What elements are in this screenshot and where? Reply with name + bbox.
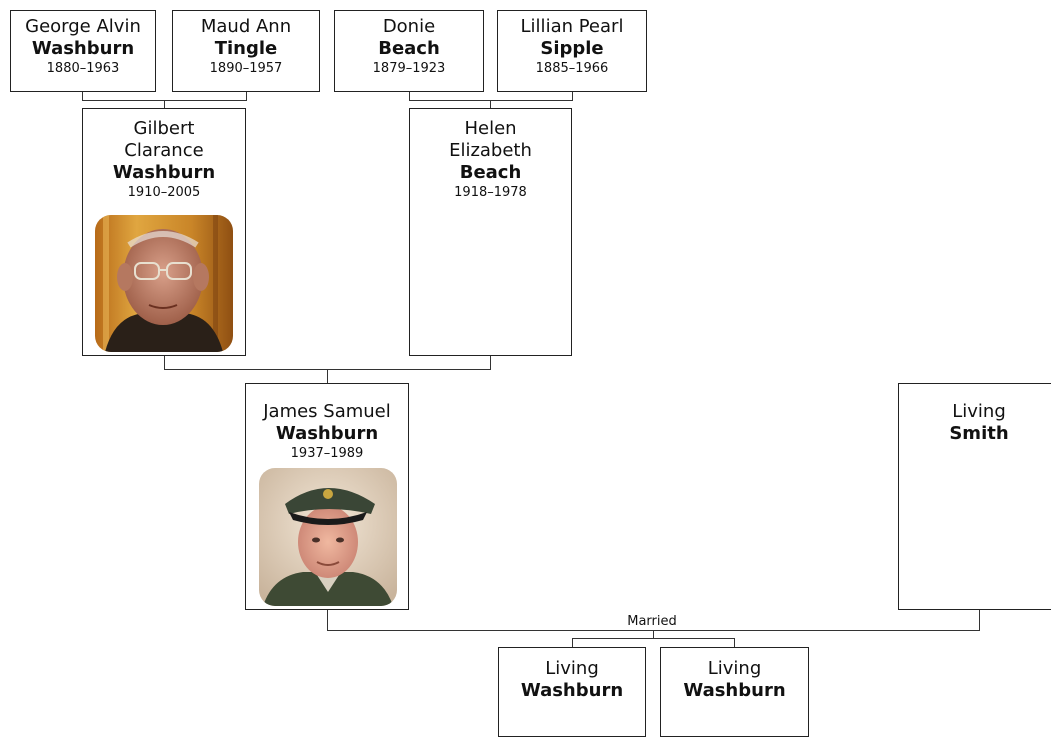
person-first-name: George Alvin xyxy=(25,16,141,37)
person-card-maud-tingle[interactable]: Maud Ann Tingle 1890–1957 xyxy=(172,10,320,92)
person-card-donie-beach[interactable]: Donie Beach 1879–1923 xyxy=(334,10,484,92)
person-first-name: Living xyxy=(707,658,762,679)
person-dates: 1885–1966 xyxy=(535,61,609,76)
person-first-name: Lillian Pearl xyxy=(520,16,624,37)
person-last-name: Beach xyxy=(378,38,440,59)
person-dates: 1890–1957 xyxy=(209,61,283,76)
person-last-name: Washburn xyxy=(31,38,135,59)
person-card-george-washburn[interactable]: George Alvin Washburn 1880–1963 xyxy=(10,10,156,92)
person-first-name: James Samuel xyxy=(263,401,391,422)
person-dates: 1879–1923 xyxy=(372,61,446,76)
person-dates: 1937–1989 xyxy=(290,446,364,461)
person-card-helen-beach[interactable]: Helen Elizabeth Beach 1918–1978 xyxy=(409,108,572,356)
person-middle-name: Clarance xyxy=(124,140,204,161)
portrait-photo[interactable] xyxy=(95,215,233,352)
person-first-name: Living xyxy=(952,401,1006,422)
person-card-child-1[interactable]: Living Washburn xyxy=(498,647,646,737)
person-middle-name: Elizabeth xyxy=(449,140,532,161)
person-card-gilbert-washburn[interactable]: Gilbert Clarance Washburn 1910–2005 xyxy=(82,108,246,356)
person-card-james-washburn[interactable]: James Samuel Washburn 1937–1989 xyxy=(245,383,409,610)
person-last-name: Smith xyxy=(949,423,1009,444)
person-first-name: Living xyxy=(545,658,599,679)
person-first-name: Gilbert xyxy=(133,118,195,139)
person-last-name: Washburn xyxy=(683,680,786,701)
person-first-name: Maud Ann xyxy=(200,16,292,37)
person-card-lillian-sipple[interactable]: Lillian Pearl Sipple 1885–1966 xyxy=(497,10,647,92)
person-first-name: Helen xyxy=(464,118,517,139)
person-dates: 1880–1963 xyxy=(46,61,120,76)
person-first-name: Donie xyxy=(382,16,436,37)
person-card-living-smith[interactable]: Living Smith xyxy=(898,383,1051,610)
person-last-name: Washburn xyxy=(275,423,379,444)
portrait-photo[interactable] xyxy=(259,468,397,606)
person-dates: 1910–2005 xyxy=(127,185,201,200)
person-last-name: Beach xyxy=(459,162,522,183)
person-last-name: Sipple xyxy=(540,38,604,59)
person-card-child-2[interactable]: Living Washburn xyxy=(660,647,809,737)
union-label: Married xyxy=(627,614,677,629)
person-last-name: Washburn xyxy=(520,680,624,701)
person-last-name: Washburn xyxy=(112,162,216,183)
person-last-name: Tingle xyxy=(214,38,278,59)
person-dates: 1918–1978 xyxy=(454,185,527,200)
